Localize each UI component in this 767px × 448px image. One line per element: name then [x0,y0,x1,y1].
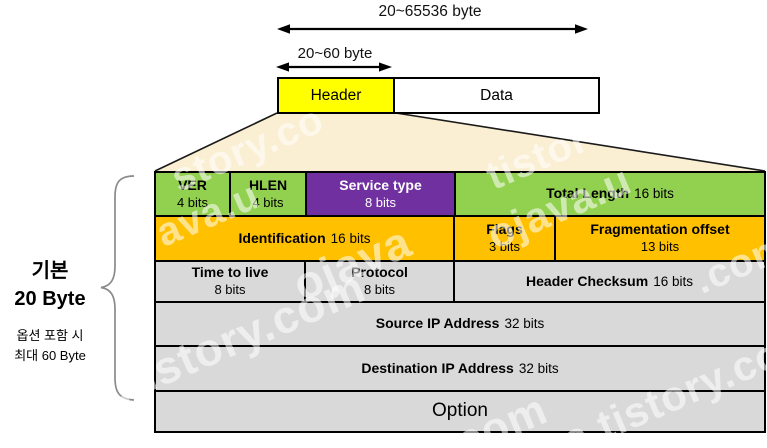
field-total-length: Total Length 16 bits [456,173,764,215]
base-size-line1: 기본 [31,260,69,282]
inner-span-arrow [276,62,392,72]
field-option: Option [156,392,764,431]
header-box-label: Header [310,86,362,104]
outer-span-arrow [277,24,588,34]
field-time-to-live-size: 8 bits [214,282,246,298]
field-header-checksum: Header Checksum 16 bits [455,262,764,301]
table-row-2: Identification 16 bits Flags 3 bits Frag… [156,217,764,262]
field-ver-title: VER [178,176,207,193]
field-source-ip-title: Source IP Address [375,315,500,332]
expansion-left-edge [154,112,278,172]
outer-size-label: 20~65536 byte [378,3,482,20]
field-hlen-title: HLEN [248,176,288,193]
table-row-1: VER 4 bits HLEN 4 bits Service type 8 bi… [156,173,764,217]
data-box-label: Data [480,86,513,104]
field-protocol: Protocol 8 bits [306,262,455,301]
field-time-to-live: Time to live 8 bits [156,262,306,301]
field-flags-title: Flags [486,221,523,238]
field-service-type-size: 8 bits [364,194,397,210]
field-header-checksum-size: 16 bits [653,273,693,289]
field-flags: Flags 3 bits [455,217,556,260]
field-total-length-title: Total Length [546,185,630,202]
expansion-right-edge [395,112,766,172]
field-service-type-title: Service type [339,176,422,193]
field-hlen: HLEN 4 bits [231,173,307,215]
field-ver: VER 4 bits [156,173,231,215]
option-note-line2: 최대 60 Byte [14,348,86,364]
field-fragmentation-offset-size: 13 bits [640,239,680,255]
field-identification: Identification 16 bits [156,217,455,260]
inner-size-label: 20~60 byte [297,45,373,62]
field-protocol-title: Protocol [351,264,408,281]
field-destination-ip: Destination IP Address 32 bits [156,347,764,390]
option-note-line1: 옵션 포함 시 [16,328,84,343]
field-identification-title: Identification [238,229,326,246]
field-hlen-size: 4 bits [252,194,284,210]
field-fragmentation-offset: Fragmentation offset 13 bits [556,217,764,260]
data-box: Data [393,77,600,114]
field-destination-ip-size: 32 bits [518,360,559,376]
table-row-5: Destination IP Address 32 bits [156,347,764,392]
field-time-to-live-title: Time to live [191,264,269,281]
field-protocol-size: 8 bits [363,282,396,298]
header-box: Header [277,77,395,114]
table-row-4: Source IP Address 32 bits [156,303,764,347]
group-brace [100,175,135,401]
field-total-length-size: 16 bits [634,186,674,202]
field-destination-ip-title: Destination IP Address [361,359,514,376]
field-service-type: Service type 8 bits [307,173,456,215]
field-source-ip: Source IP Address 32 bits [156,303,764,345]
field-header-checksum-title: Header Checksum [526,272,649,289]
expansion-trapezoid [155,112,765,171]
field-flags-size: 3 bits [488,239,521,255]
option-note-label: 옵션 포함 시 최대 60 Byte [2,326,98,366]
ip-header-table: VER 4 bits HLEN 4 bits Service type 8 bi… [154,171,766,433]
field-fragmentation-offset-title: Fragmentation offset [590,221,730,238]
field-ver-size: 4 bits [176,194,209,210]
table-row-6: Option [156,392,764,431]
base-size-label: 기본 20 Byte [2,258,98,313]
table-row-3: Time to live 8 bits Protocol 8 bits Head… [156,262,764,303]
field-option-title: Option [432,400,488,422]
field-source-ip-size: 32 bits [504,316,545,332]
field-identification-size: 16 bits [330,230,371,246]
base-size-line2: 20 Byte [14,287,86,310]
